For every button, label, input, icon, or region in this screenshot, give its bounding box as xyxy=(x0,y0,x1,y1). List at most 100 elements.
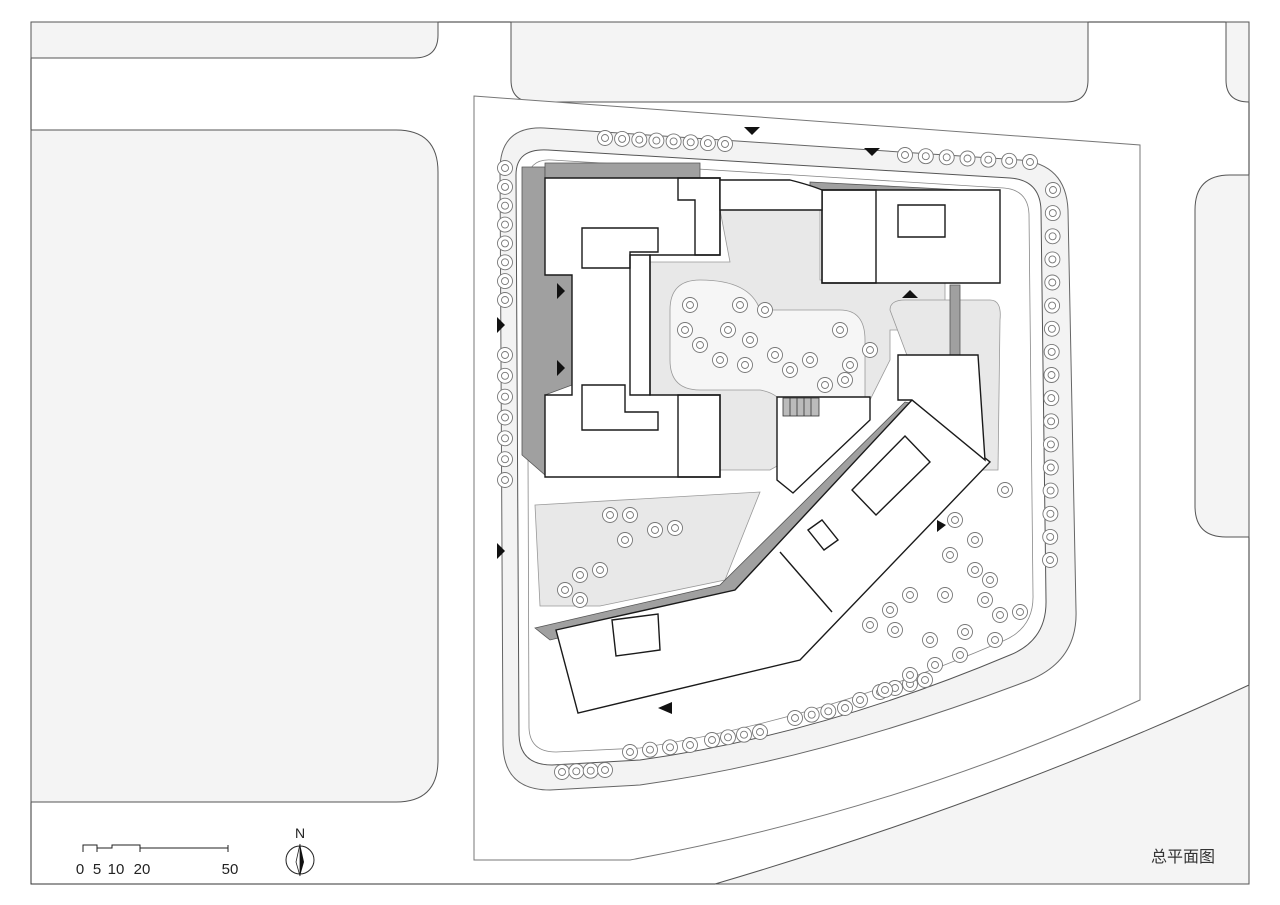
tree-icon xyxy=(635,135,644,144)
tree-icon xyxy=(501,239,509,248)
tree-icon xyxy=(596,566,604,574)
entrance-arrow-icon xyxy=(497,543,505,559)
tree-icon xyxy=(782,362,798,378)
buildings xyxy=(544,177,1001,714)
tree-icon xyxy=(732,297,748,313)
building-diagonal-roof-b xyxy=(851,434,931,516)
tree-icon xyxy=(901,151,909,159)
tree-icon xyxy=(821,381,829,389)
tree-icon xyxy=(1047,417,1056,426)
tree-icon xyxy=(682,134,699,151)
tree-icon xyxy=(708,736,716,744)
tree-icon xyxy=(646,745,654,754)
tree-icon xyxy=(1026,158,1034,166)
block-bottom-right xyxy=(714,684,1250,885)
tree-icon xyxy=(617,532,633,548)
trees xyxy=(497,130,1061,780)
tree-icon xyxy=(1046,509,1055,518)
tree-icon xyxy=(677,322,693,338)
tree-icon xyxy=(820,703,837,720)
tree-icon xyxy=(561,586,569,594)
building-west-wing-b xyxy=(677,394,721,478)
tree-icon xyxy=(906,671,914,679)
tree-icon xyxy=(752,724,768,740)
building-diagonal xyxy=(555,399,992,714)
tree-icon xyxy=(721,140,729,148)
tree-icon xyxy=(946,551,954,559)
tree-icon xyxy=(997,482,1013,498)
tree-icon xyxy=(631,131,648,148)
tree-icon xyxy=(742,332,758,348)
tree-icon xyxy=(992,607,1008,623)
tree-icon xyxy=(652,136,661,145)
tree-icon xyxy=(791,714,799,722)
tree-icon xyxy=(642,741,658,758)
tree-icon xyxy=(824,707,833,716)
scale-bar xyxy=(82,844,229,852)
tree-icon xyxy=(501,182,509,191)
tree-icon xyxy=(957,624,973,640)
tree-icon xyxy=(601,134,609,142)
tree-icon xyxy=(902,667,918,683)
courtyard-south xyxy=(534,491,761,607)
tree-icon xyxy=(501,296,509,304)
tree-icon xyxy=(497,388,513,405)
tree-icon xyxy=(720,729,736,746)
block-right xyxy=(1194,174,1250,538)
tree-icon xyxy=(1044,205,1061,222)
block-top-middle xyxy=(510,21,1089,103)
tree-icon xyxy=(618,134,627,143)
tree-icon xyxy=(576,571,584,579)
tree-icon xyxy=(554,764,570,780)
tree-icon xyxy=(622,507,638,523)
tree-icon xyxy=(756,728,764,736)
tree-icon xyxy=(971,566,979,574)
tree-icon xyxy=(682,297,698,313)
tree-icon xyxy=(669,137,678,146)
tree-icon xyxy=(906,591,914,599)
tree-icon xyxy=(897,147,913,163)
building-northeast-roof xyxy=(897,204,946,238)
tree-icon xyxy=(606,511,614,519)
tree-icon xyxy=(1042,505,1059,522)
tree-icon xyxy=(497,430,513,447)
tree-icon xyxy=(699,135,716,152)
tree-icon xyxy=(786,366,794,374)
tree-icon xyxy=(1005,156,1014,165)
tree-icon xyxy=(717,136,733,152)
tree-icon xyxy=(671,524,679,532)
tree-icon xyxy=(686,741,694,749)
building-west-inner-b xyxy=(581,384,659,431)
tree-icon xyxy=(1045,182,1061,198)
tree-icon xyxy=(761,306,769,314)
tree-icon xyxy=(938,149,955,166)
tree-icon xyxy=(681,326,689,334)
tree-icon xyxy=(501,371,509,380)
tree-icon xyxy=(1046,440,1055,449)
tree-icon xyxy=(621,536,629,544)
tree-icon xyxy=(741,361,749,369)
tree-icon xyxy=(852,692,868,708)
tree-icon xyxy=(1022,154,1038,170)
tree-icon xyxy=(501,258,509,267)
tree-icon xyxy=(963,154,972,163)
tree-icon xyxy=(497,409,513,426)
tree-icon xyxy=(586,766,595,775)
tree-icon xyxy=(837,700,853,716)
tree-icon xyxy=(881,686,889,694)
tree-icon xyxy=(927,657,943,673)
tree-icon xyxy=(951,516,959,524)
shadow-core xyxy=(949,284,961,356)
scale-tick: 10 xyxy=(108,861,125,878)
building-west-strip xyxy=(629,254,651,396)
block-top-right xyxy=(1225,21,1250,103)
tree-icon xyxy=(982,572,998,588)
tree-icon xyxy=(501,455,509,464)
tree-icon xyxy=(712,352,728,368)
surrounding-blocks xyxy=(30,21,1250,885)
tree-icon xyxy=(1046,463,1055,472)
entrance-arrow-icon xyxy=(744,127,760,135)
tree-icon xyxy=(568,763,585,780)
tree-icon xyxy=(497,367,513,384)
building-pavilion xyxy=(776,396,871,494)
